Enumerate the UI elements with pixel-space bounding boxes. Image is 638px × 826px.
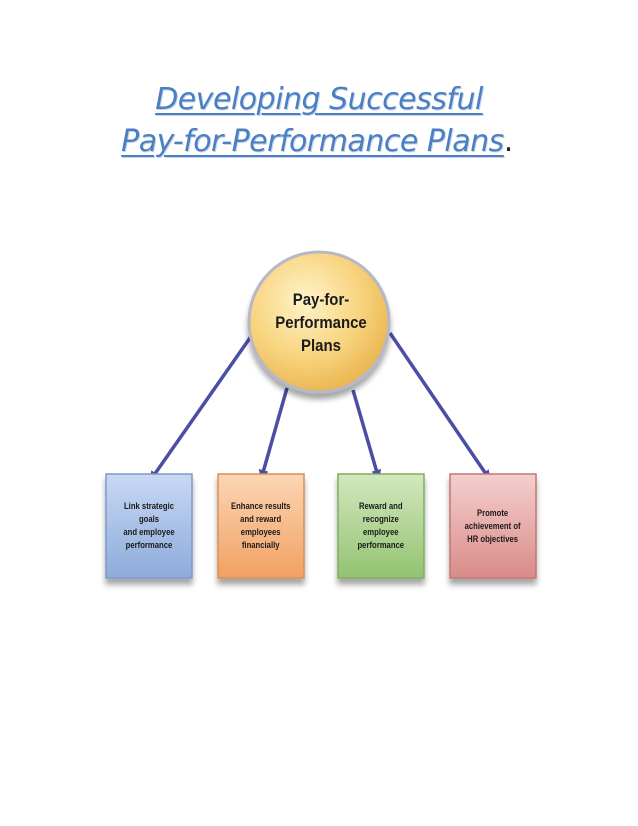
center-line-2: Performance <box>275 313 367 332</box>
title-line-1-text: Developing Successful <box>155 82 483 117</box>
box-1-line-2: and employee <box>123 527 175 538</box>
box-3-line-1: Reward and <box>359 501 403 512</box>
box-2-shape <box>217 473 305 579</box>
title-period: . <box>503 124 514 159</box>
arrow-to-box-1 <box>149 333 254 482</box>
box-3-line-4: performance <box>357 540 405 551</box>
box-3-line-2: recognize <box>363 514 399 525</box>
box-2-text: Enhance results and reward employees fin… <box>228 500 294 552</box>
box-1-shape <box>105 473 193 579</box>
box-2-line-4: financially <box>242 540 280 551</box>
box-4-text: Promote achievement of HR objectives <box>462 507 524 546</box>
box-reward-recognize: Reward and recognize employee performanc… <box>338 474 424 578</box>
box-4-line-2: achievement of <box>464 520 522 532</box>
box-3-shape <box>337 473 425 579</box>
center-node-label: Pay-for- Performance Plans <box>255 288 387 357</box>
box-promote-hr-objectives: Promote achievement of HR objectives <box>450 474 536 578</box>
box-4-shape <box>449 473 537 579</box>
box-1-line-1: Link strategic goals <box>123 501 175 525</box>
center-circle <box>247 250 391 394</box>
page-title-line-1: Developing Successful <box>0 82 638 117</box>
box-3-text: Reward and recognize employee performanc… <box>355 500 407 552</box>
box-link-strategic-goals: Link strategic goals and employee perfor… <box>106 474 192 578</box>
box-4-line-3: HR objectives <box>467 533 519 545</box>
box-4-line-1: Promote <box>477 507 509 519</box>
center-line-1: Pay-for- <box>292 290 350 309</box>
box-1-text: Link strategic goals and employee perfor… <box>110 500 187 552</box>
arrow-to-box-4 <box>388 332 491 481</box>
arrow-to-box-2 <box>258 387 289 480</box>
center-line-3: Plans <box>301 336 341 355</box>
box-1-line-3: performance <box>125 540 173 551</box>
page-title-line-2: Pay-for-Performance Plans. <box>0 124 636 159</box>
box-2-line-1: Enhance results <box>231 501 291 512</box>
box-3-line-3: employee <box>363 527 399 538</box>
title-line-2-text: Pay-for-Performance Plans <box>121 124 504 159</box>
box-2-line-2: and reward <box>240 514 282 525</box>
arrow-to-box-3 <box>351 389 382 480</box>
box-enhance-results: Enhance results and reward employees fin… <box>218 474 304 578</box>
box-2-line-3: employees <box>241 527 281 538</box>
